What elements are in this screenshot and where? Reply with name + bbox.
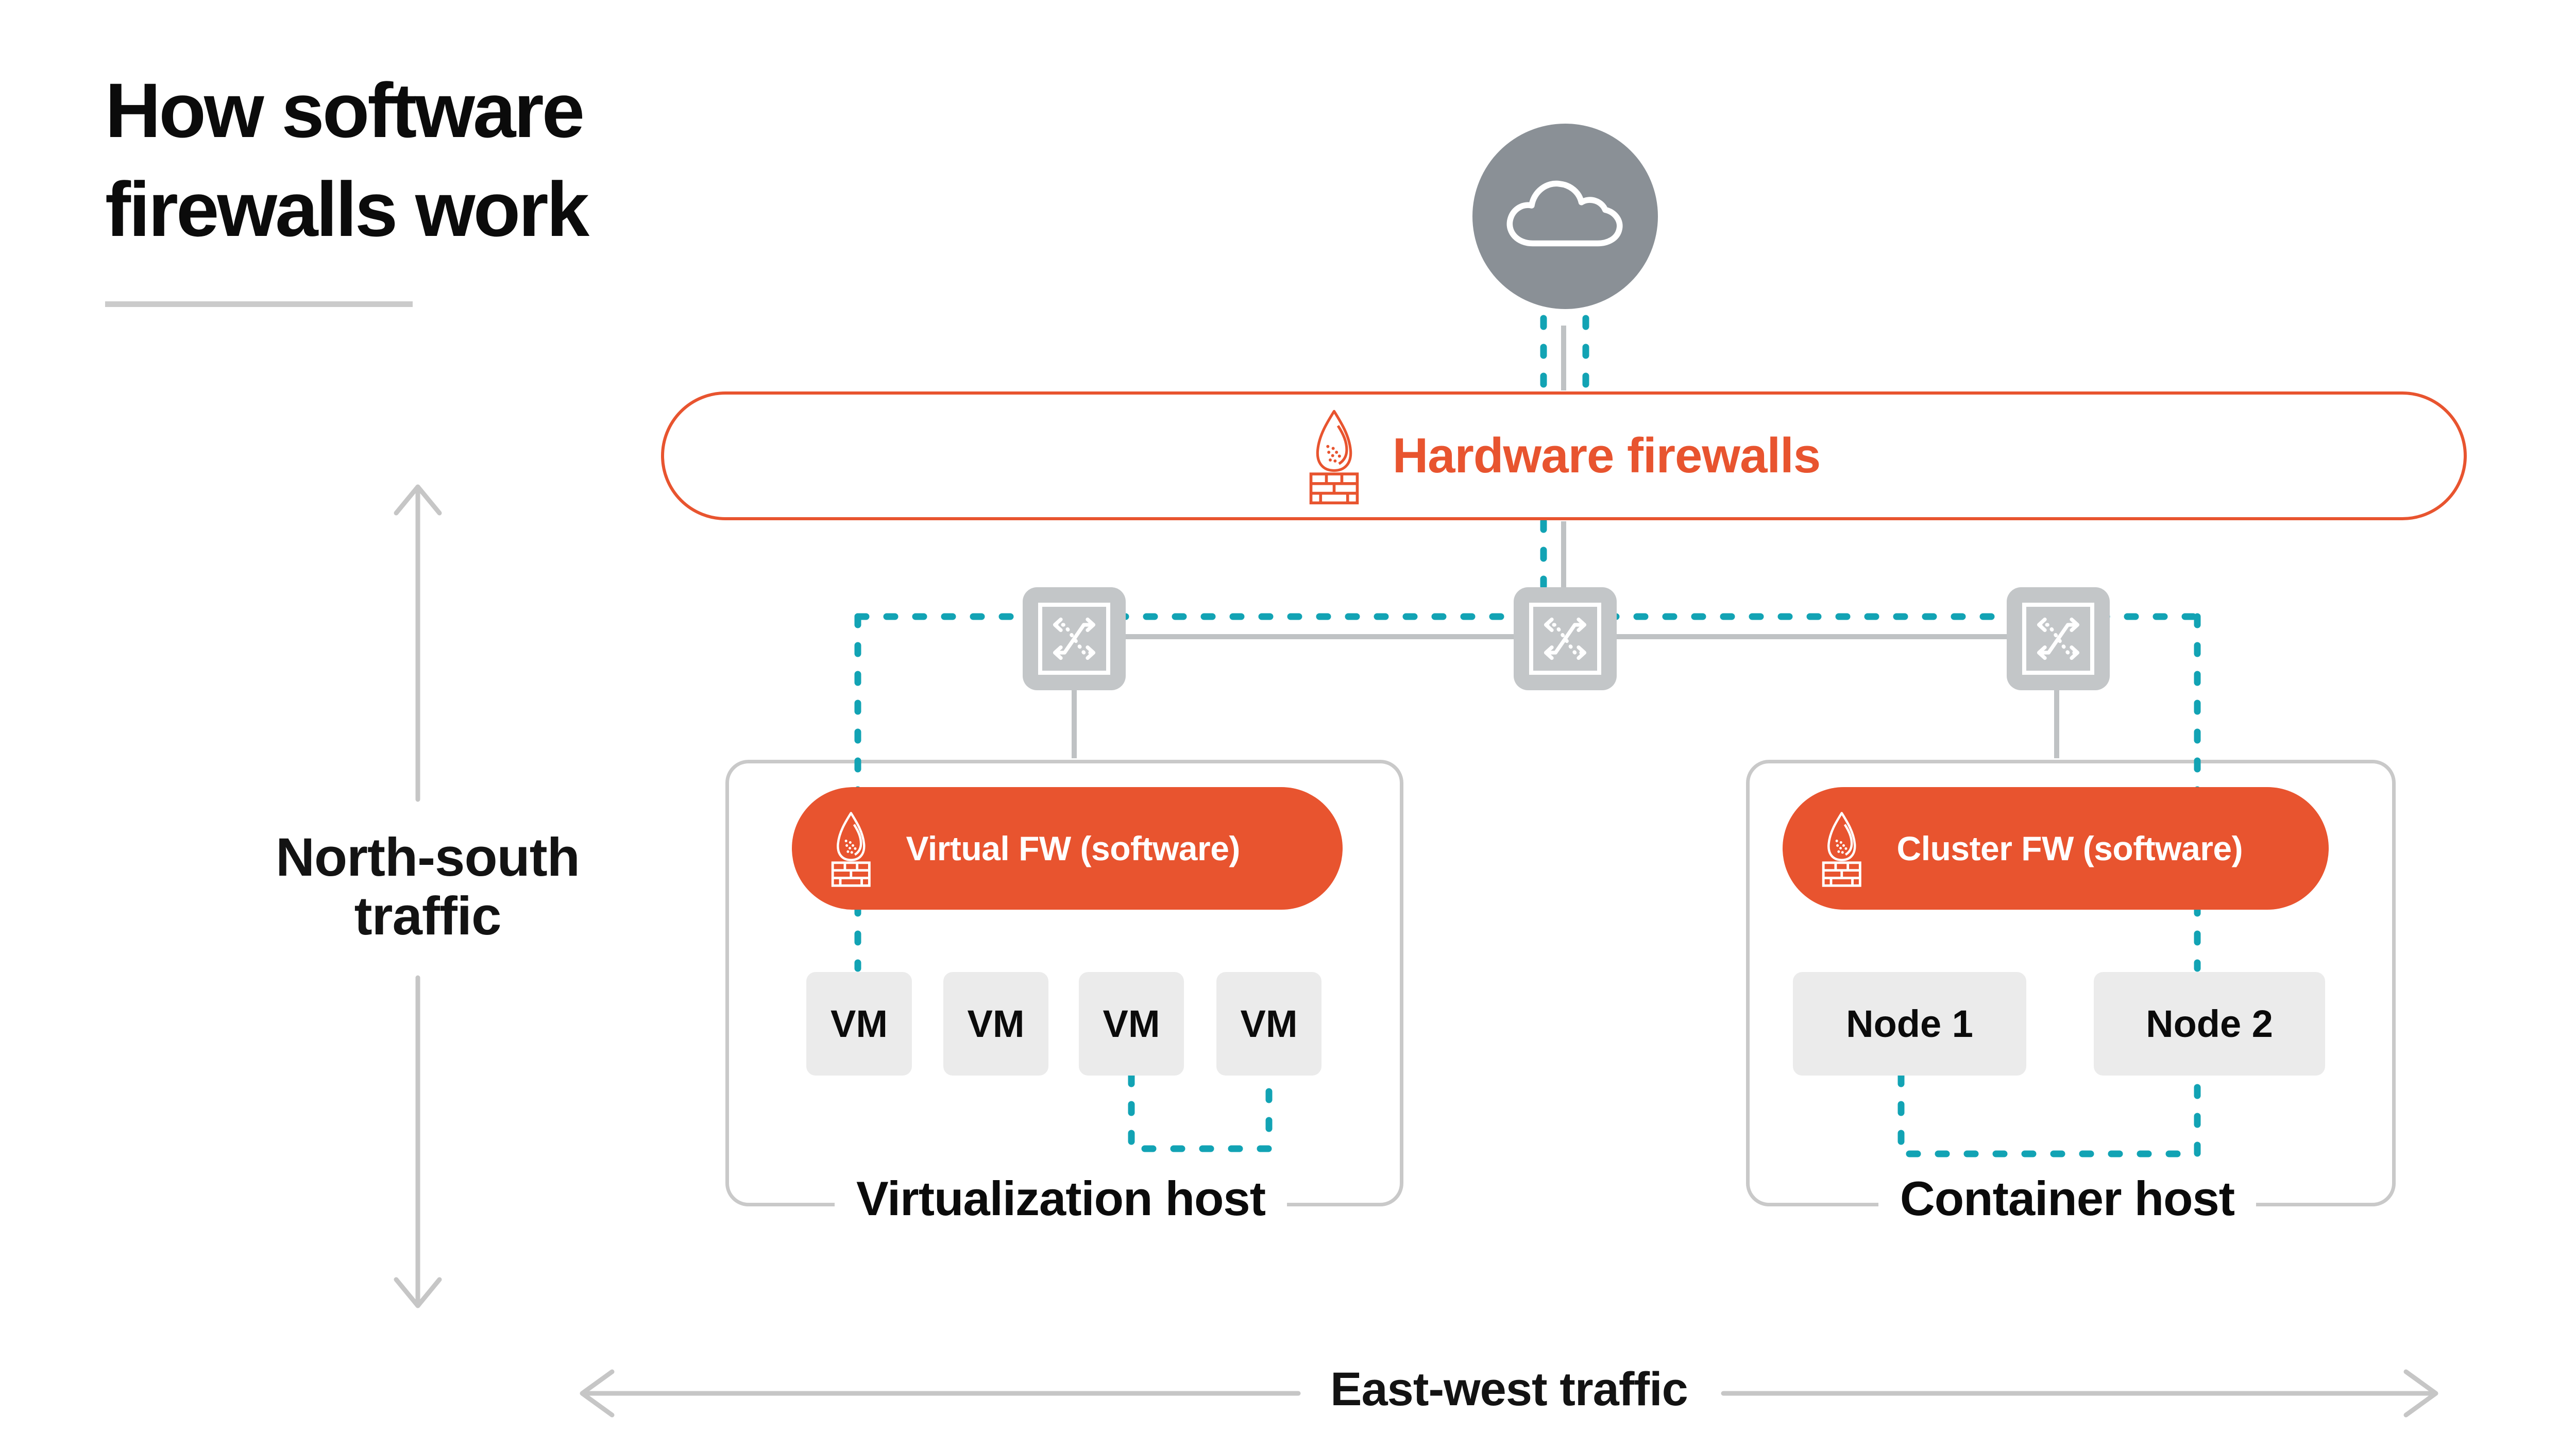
crossed-arrows-switch-icon xyxy=(2037,617,2080,660)
internet-cloud-badge xyxy=(1472,124,1658,309)
container-host-label: Container host xyxy=(1878,1171,2257,1226)
virtual-fw-pill: Virtual FW (software) xyxy=(792,787,1343,910)
title-underline xyxy=(105,301,413,307)
flame-speckles xyxy=(844,840,857,854)
node-label: Node 2 xyxy=(2146,1002,2273,1045)
page-title: How software firewalls work xyxy=(105,61,589,259)
north-south-arrow xyxy=(394,484,442,1308)
container-host-label-row: Container host xyxy=(1746,1165,2388,1232)
virtualization-host-label: Virtualization host xyxy=(835,1171,1287,1226)
vm-box-2: VM xyxy=(943,972,1048,1076)
vm-box-1: VM xyxy=(806,972,912,1076)
page-title-line2: firewalls work xyxy=(105,166,589,252)
node-box-2: Node 2 xyxy=(2094,972,2325,1076)
vm-label: VM xyxy=(1103,1002,1160,1045)
flame-brickwall-firewall-icon xyxy=(831,812,871,887)
vm-label: VM xyxy=(967,1002,1025,1045)
virtualization-host-label-row: Virtualization host xyxy=(725,1165,1396,1232)
cluster-fw-pill: Cluster FW (software) xyxy=(1783,787,2329,910)
virtual-fw-label: Virtual FW (software) xyxy=(906,829,1241,867)
solid-gray-connectors xyxy=(1072,326,2059,758)
network-switch-middle xyxy=(1514,587,1617,690)
east-west-arrow xyxy=(580,1369,2438,1418)
north-south-line1: North-south xyxy=(276,827,580,888)
north-south-traffic-label: North-south traffic xyxy=(222,828,634,946)
crossed-arrows-switch-icon xyxy=(1053,617,1096,660)
network-switch-right xyxy=(2007,587,2110,690)
cloud-icon xyxy=(1506,180,1623,247)
vm-label: VM xyxy=(831,1002,888,1045)
flame-speckles xyxy=(1326,445,1341,463)
hardware-firewalls-label: Hardware firewalls xyxy=(1392,428,1821,483)
vm-label: VM xyxy=(1240,1002,1298,1045)
switch-inner-frame xyxy=(2022,603,2094,675)
crossed-arrows-switch-icon xyxy=(1544,617,1587,660)
east-west-traffic-label: East-west traffic xyxy=(1330,1363,1688,1416)
flame-speckles xyxy=(1835,840,1848,854)
vm-box-4: VM xyxy=(1216,972,1321,1076)
flame-brickwall-firewall-icon xyxy=(1822,812,1861,887)
network-switch-left xyxy=(1023,587,1126,690)
switch-inner-frame xyxy=(1529,603,1601,675)
cluster-fw-label: Cluster FW (software) xyxy=(1896,829,2243,867)
north-south-line2: traffic xyxy=(354,886,502,946)
node-label: Node 1 xyxy=(1846,1002,1973,1045)
flame-brickwall-firewall-icon xyxy=(1309,410,1359,505)
vm-box-3: VM xyxy=(1079,972,1184,1076)
switch-inner-frame xyxy=(1038,603,1110,675)
hardware-firewalls-pill: Hardware firewalls xyxy=(661,391,2467,520)
page-title-line1: How software xyxy=(105,67,585,154)
node-box-1: Node 1 xyxy=(1793,972,2026,1076)
